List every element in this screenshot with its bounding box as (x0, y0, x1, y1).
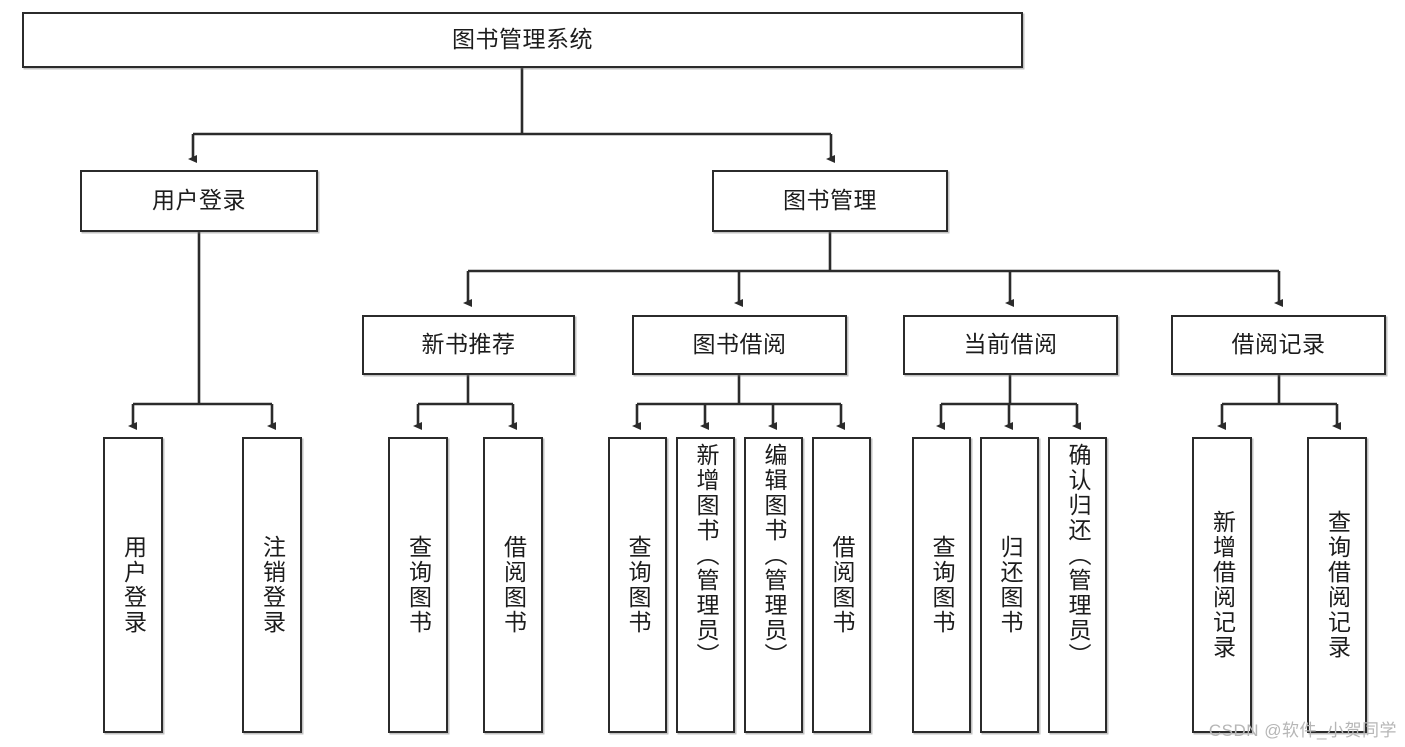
node-label: 借阅记录 (1231, 331, 1326, 358)
node-label: 查询借阅记录 (1324, 510, 1351, 660)
node-label: 编辑图书（管理员） (761, 443, 787, 668)
leaf-query-books-borrow[interactable]: 查询图书 (608, 437, 667, 733)
node-label: 新书推荐 (421, 331, 516, 358)
node-new-book-recommend[interactable]: 新书推荐 (362, 315, 575, 375)
leaf-logout[interactable]: 注销登录 (242, 437, 302, 733)
node-label: 用户登录 (120, 535, 147, 635)
node-label: 图书管理 (783, 187, 877, 214)
node-label: 注销登录 (259, 535, 286, 635)
leaf-edit-book-admin[interactable]: 编辑图书（管理员） (744, 437, 803, 733)
node-label: 确认归还（管理员） (1065, 443, 1091, 668)
leaf-confirm-return-admin[interactable]: 确认归还（管理员） (1048, 437, 1107, 733)
node-book-borrow[interactable]: 图书借阅 (632, 315, 847, 375)
node-user-login[interactable]: 用户登录 (80, 170, 318, 232)
leaf-borrow-book[interactable]: 借阅图书 (812, 437, 871, 733)
leaf-query-books-current[interactable]: 查询图书 (912, 437, 971, 733)
leaf-add-book-admin[interactable]: 新增图书（管理员） (676, 437, 735, 733)
node-label: 用户登录 (152, 187, 246, 214)
node-label: 图书借阅 (692, 331, 787, 358)
node-label: 借阅图书 (500, 535, 527, 635)
leaf-query-borrow-record[interactable]: 查询借阅记录 (1307, 437, 1367, 733)
node-book-management[interactable]: 图书管理 (712, 170, 948, 232)
node-label: 图书管理系统 (452, 26, 593, 53)
node-label: 借阅图书 (829, 535, 855, 635)
leaf-add-borrow-record[interactable]: 新增借阅记录 (1192, 437, 1252, 733)
node-borrow-records[interactable]: 借阅记录 (1171, 315, 1386, 375)
leaf-query-books-new[interactable]: 查询图书 (388, 437, 448, 733)
node-label: 新增借阅记录 (1209, 510, 1236, 660)
node-current-borrow[interactable]: 当前借阅 (903, 315, 1118, 375)
leaf-return-book[interactable]: 归还图书 (980, 437, 1039, 733)
node-label: 当前借阅 (963, 331, 1058, 358)
node-root-system[interactable]: 图书管理系统 (22, 12, 1023, 68)
node-label: 归还图书 (997, 535, 1023, 635)
node-label: 查询图书 (929, 535, 955, 635)
leaf-user-login[interactable]: 用户登录 (103, 437, 163, 733)
leaf-borrow-books-new[interactable]: 借阅图书 (483, 437, 543, 733)
node-label: 查询图书 (405, 535, 432, 635)
node-label: 新增图书（管理员） (693, 443, 719, 668)
node-label: 查询图书 (625, 535, 651, 635)
